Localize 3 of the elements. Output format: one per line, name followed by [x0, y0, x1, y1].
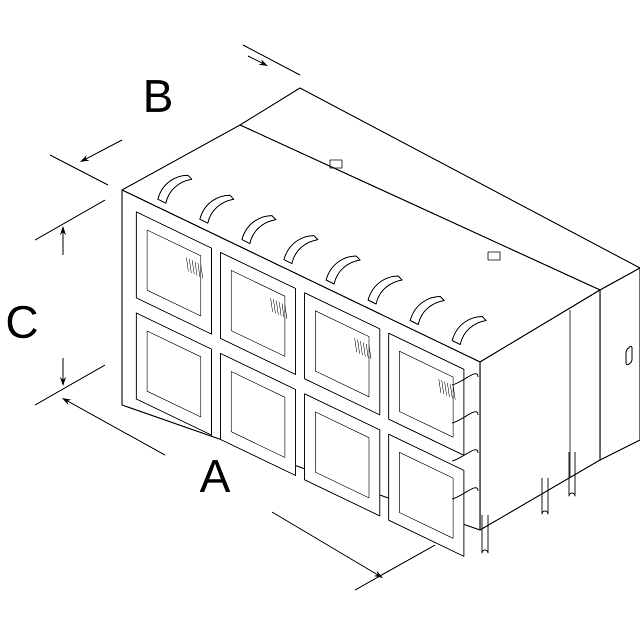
- dimension-label: B: [146, 80, 171, 112]
- dimension-label: C: [8, 306, 37, 338]
- dimension-label: A: [200, 460, 230, 492]
